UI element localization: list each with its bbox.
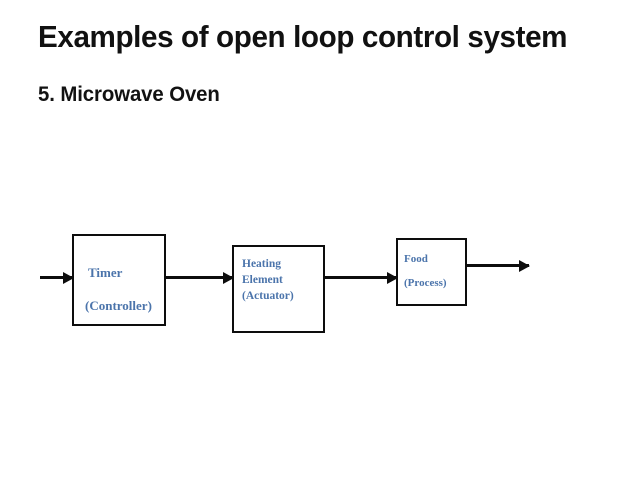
block-controller: [72, 234, 166, 326]
block-controller-label-line-2: (Controller): [85, 298, 152, 313]
arrow-process-to-output: [467, 259, 530, 272]
page-title: Examples of open loop control system: [38, 19, 568, 54]
block-process-label-line-1: Food: [404, 253, 428, 265]
block-actuator-label-line-3: (Actuator): [242, 290, 294, 302]
block-actuator-label-line-2: Element: [242, 274, 283, 286]
block-controller-label-line-1: Timer: [88, 265, 123, 280]
arrow-controller-to-actuator: [166, 271, 234, 284]
block-process-label-line-2: (Process): [404, 277, 447, 289]
block-process: [396, 238, 467, 306]
arrow-actuator-to-process: [325, 271, 398, 284]
arrow-input-to-controller: [40, 271, 74, 284]
page-subtitle: 5. Microwave Oven: [38, 83, 220, 106]
block-actuator-label-line-1: Heating: [242, 258, 281, 270]
block-actuator: [232, 245, 325, 333]
